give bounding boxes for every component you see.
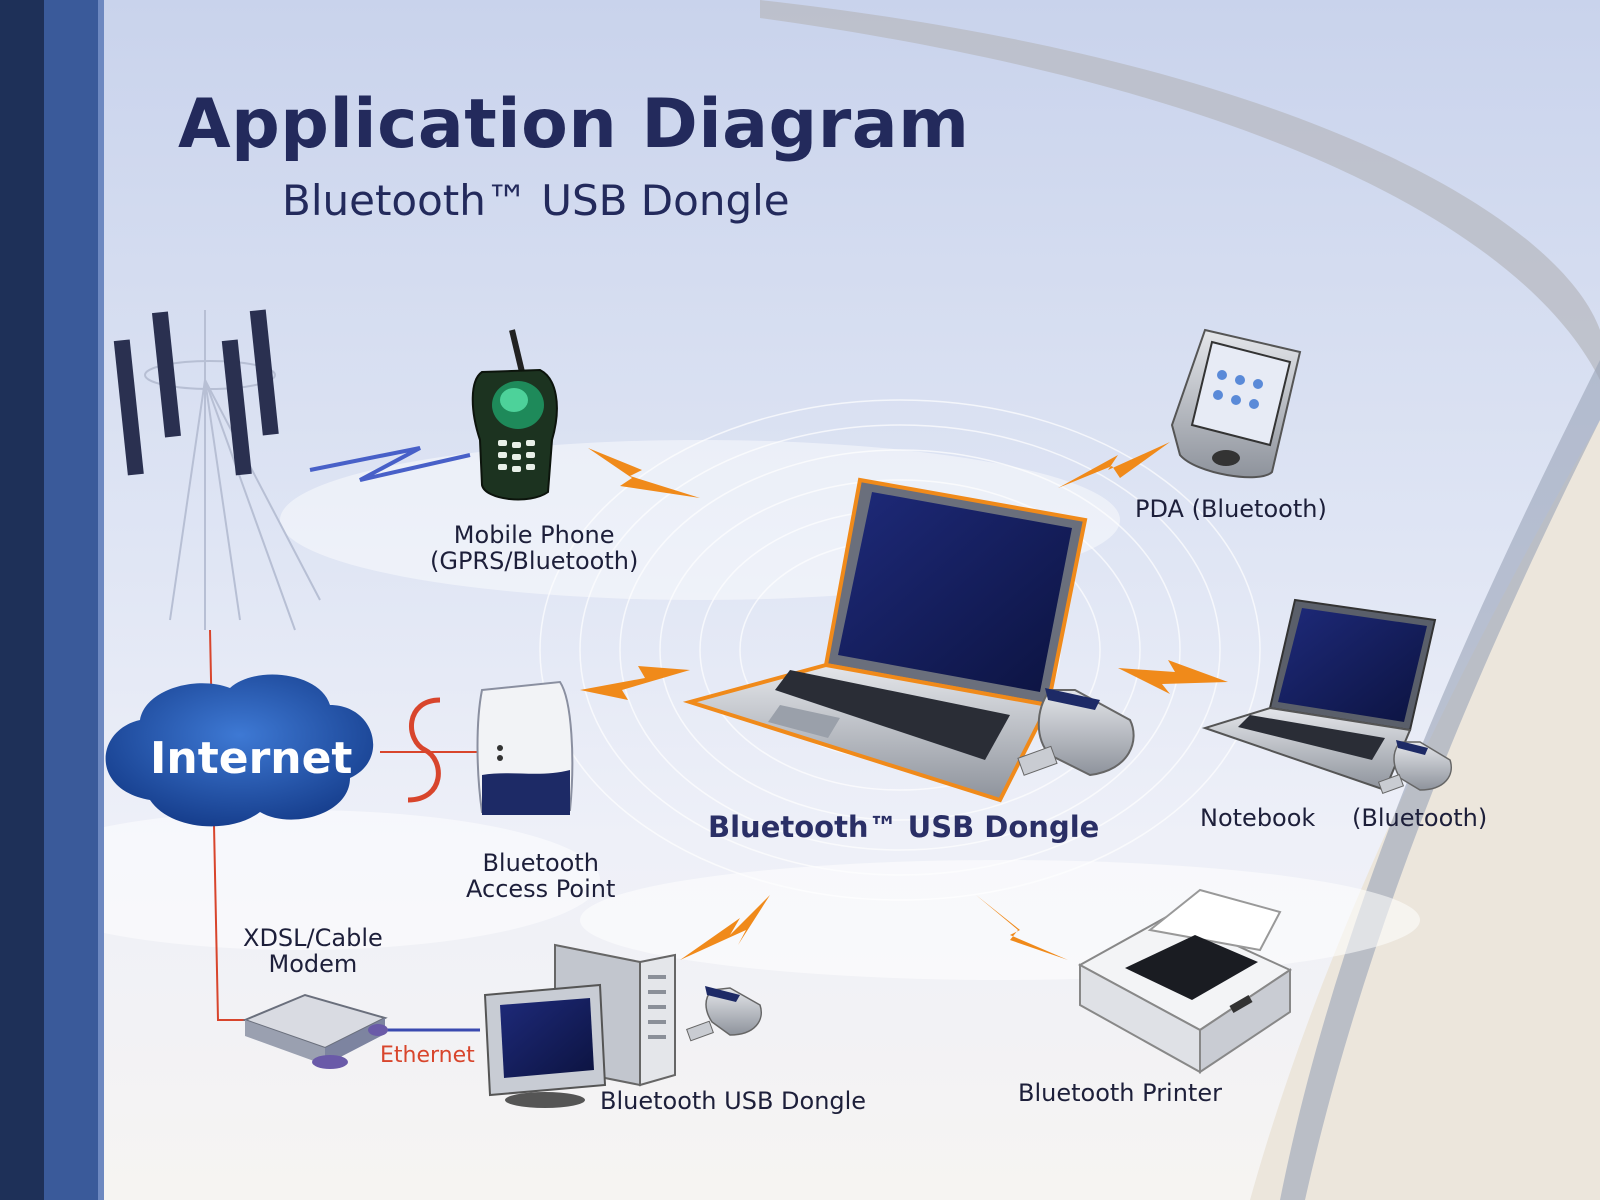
notebook-label: Notebook bbox=[1200, 804, 1316, 832]
usb-dongle-icon bbox=[686, 986, 762, 1042]
central-dongle-label: Bluetooth™ USB Dongle bbox=[708, 810, 1100, 844]
modem-label-line1: XDSL/Cable bbox=[243, 924, 383, 952]
notebook-icon bbox=[1201, 598, 1437, 792]
pda-icon bbox=[1170, 328, 1302, 479]
mobile-phone-label: Mobile Phone (GPRS/Bluetooth) bbox=[430, 522, 638, 575]
left-band-stripe bbox=[44, 0, 102, 1200]
usb-dongle-icon bbox=[1377, 740, 1452, 795]
printer-icon bbox=[1077, 888, 1293, 1074]
modem-icon bbox=[242, 993, 388, 1069]
right-swoosh bbox=[760, 0, 1600, 380]
s-connector-icon bbox=[407, 697, 441, 803]
desktop-dongle-label: Bluetooth USB Dongle bbox=[600, 1087, 867, 1115]
mobile-phone-label-line2: (GPRS/Bluetooth) bbox=[430, 547, 639, 576]
desktop-pc-icon bbox=[483, 943, 676, 1108]
modem-label: XDSL/Cable Modem bbox=[243, 925, 383, 978]
access-point-icon bbox=[476, 680, 574, 815]
printer-label: Bluetooth Printer bbox=[1018, 1079, 1222, 1107]
ethernet-label: Ethernet bbox=[380, 1043, 475, 1068]
access-point-label-line2: Access Point bbox=[466, 875, 616, 904]
cell-tower-icon bbox=[113, 309, 321, 631]
notebook-bluetooth-label: (Bluetooth) bbox=[1352, 804, 1488, 832]
usb-dongle-icon bbox=[1017, 688, 1135, 777]
sky-cloud bbox=[0, 810, 600, 950]
access-point-label-line1: Bluetooth bbox=[482, 849, 599, 877]
mobile-phone-icon bbox=[471, 329, 558, 501]
internet-label: Internet bbox=[150, 733, 353, 784]
left-band-highlight bbox=[98, 0, 104, 1200]
laptop-icon bbox=[682, 477, 1088, 803]
diagram-title: Application Diagram bbox=[178, 85, 970, 164]
pda-label: PDA (Bluetooth) bbox=[1135, 495, 1327, 523]
sky-cloud bbox=[580, 860, 1420, 980]
diagram-subtitle: Bluetooth™ USB Dongle bbox=[282, 176, 790, 225]
modem-label-line2: Modem bbox=[268, 950, 358, 979]
left-band bbox=[0, 0, 44, 1200]
right-edge-band bbox=[1280, 360, 1600, 1200]
mobile-phone-label-line1: Mobile Phone bbox=[453, 521, 615, 549]
radio-wave-icon bbox=[309, 446, 471, 482]
cloud-icon bbox=[105, 674, 374, 827]
bolt-icon bbox=[580, 442, 1228, 960]
access-point-label: Bluetooth Access Point bbox=[466, 850, 615, 903]
